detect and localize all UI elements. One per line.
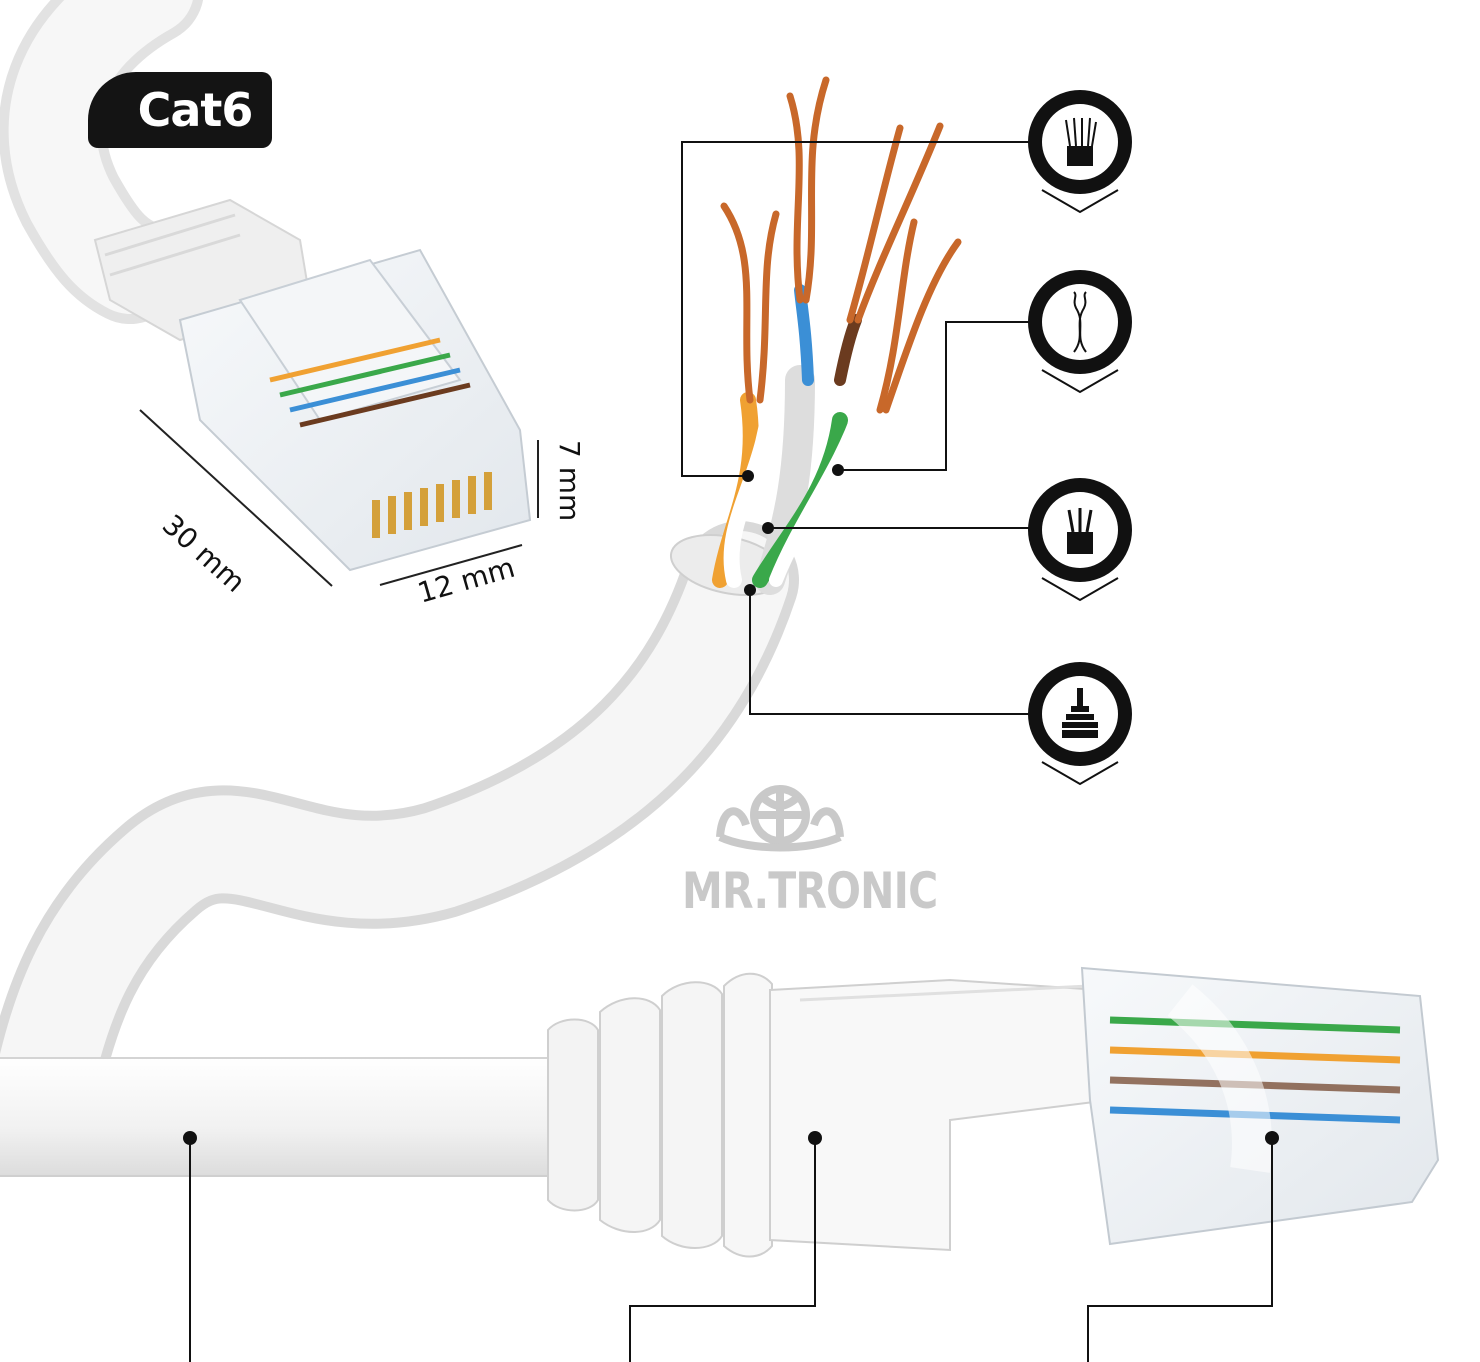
category-badge: Cat6 <box>88 72 272 148</box>
bottom-rj45-housing <box>769 978 1112 1252</box>
twisted-pairs <box>712 284 867 595</box>
bottom-rj45-plug-head <box>1080 966 1440 1246</box>
twisted-pair-icon <box>1028 270 1132 394</box>
globe-hands-logo-icon <box>716 785 844 852</box>
copper-strands <box>720 76 962 414</box>
solid-core-wire-icon <box>1028 478 1132 602</box>
bottom-rj45-boot <box>547 972 773 1258</box>
brand-watermark: MR.TRONIC <box>682 862 938 920</box>
callout-dots-right <box>742 464 844 596</box>
callout-lines-right <box>681 141 1030 715</box>
bottom-cable <box>0 1057 570 1177</box>
callout-lines-bottom <box>189 1138 1273 1362</box>
multi-strand-wire-icon <box>1028 90 1132 214</box>
top-rj45-connector <box>93 198 532 572</box>
dimension-height-label: 7 mm <box>553 440 586 522</box>
layered-jacket-icon <box>1028 662 1132 786</box>
category-badge-label: Cat6 <box>137 83 254 137</box>
callout-dots-bottom <box>183 1131 1279 1145</box>
dimension-lines <box>139 409 539 587</box>
